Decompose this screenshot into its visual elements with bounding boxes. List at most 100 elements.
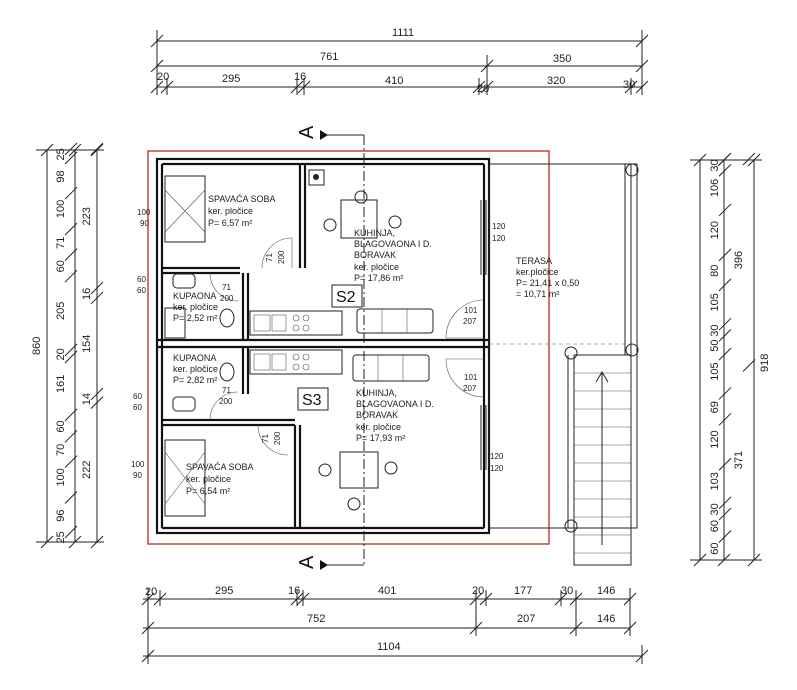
- dim-right-outer-3: 80: [709, 265, 721, 277]
- dim-left-outer-5: 205: [55, 302, 67, 320]
- right-dimensions: 918: [690, 153, 771, 567]
- win-bath-s3-h: 60: [133, 403, 142, 412]
- dim-right-outer-10: 103: [709, 472, 721, 490]
- dim-top-d4: 410: [385, 75, 403, 87]
- unit-tag-s3: S3: [302, 392, 322, 409]
- win-bath-s2-w: 60: [137, 275, 146, 284]
- dim-right-outer-tick-8: [718, 387, 732, 400]
- s3-bedroom-finish: ker. pločice: [186, 474, 231, 484]
- door-bath-s2-w: 71: [222, 283, 231, 292]
- terrace: [488, 163, 639, 533]
- staircase: [573, 354, 632, 566]
- dim-left-inner-2: 154: [81, 335, 93, 353]
- unit-tags: S2 S3: [297, 284, 363, 411]
- dim-left-outer-10: 100: [55, 468, 67, 486]
- dim-right-outer-0: 30: [709, 159, 721, 171]
- dim-bottom-d2: 295: [215, 585, 233, 597]
- washbasin-icon: [172, 273, 196, 289]
- section-mark-bottom: A: [296, 555, 318, 569]
- dim-right-outer-tick-0: [718, 152, 732, 166]
- stair-arrow-icon: [595, 371, 609, 383]
- dim-left-outer-3: 71: [55, 237, 67, 249]
- win-bath-s2-h: 60: [137, 286, 146, 295]
- door-bath-s3-h: 200: [219, 397, 233, 406]
- washbasin-icon: [172, 396, 196, 412]
- dim-bottom-d6: 177: [514, 585, 532, 597]
- s2-bath-finish: ker. pločice: [173, 302, 218, 312]
- dim-left-inner-tick-2: [90, 291, 104, 305]
- dim-right-outer-tick-4: [718, 278, 732, 292]
- terrace-area-result: = 10,71 m²: [516, 289, 559, 299]
- s3-kitchen-line1: KUHINJA,: [356, 388, 397, 398]
- dim-bottom-d3: 16: [288, 585, 300, 597]
- dim-left-inner-3: 14: [81, 393, 93, 405]
- dim-right-outer-tick-13: [718, 530, 732, 543]
- s3-kitchen-finish: ker. pločice: [356, 422, 401, 432]
- dim-left-outer-tick-11: [64, 491, 78, 504]
- dim-left-outer-tick-0: [64, 142, 78, 156]
- dim-right-outer-11: 30: [709, 503, 721, 515]
- dim-bottom-right: 146: [597, 613, 615, 625]
- interior-doors: [209, 237, 293, 456]
- s3-bedroom-name: SPAVAĆA SOBA: [186, 462, 254, 472]
- door-terrace-s2-w: 101: [464, 306, 478, 315]
- door-terrace-s3-h: 207: [463, 384, 477, 393]
- win-bed-s2-w: 100: [137, 208, 151, 217]
- dining-table-icon: [339, 451, 379, 489]
- dim-top-right: 350: [553, 53, 571, 65]
- dim-left-outer-tick-3: [64, 222, 78, 236]
- s2-kitchen-line2: BLAGOVAONA I D.: [354, 239, 432, 249]
- dim-bottom-d8: 146: [597, 585, 615, 597]
- dim-top-total: 1111: [392, 27, 414, 39]
- toilet-icon: [219, 308, 235, 328]
- dim-left-outer-tick-10: [64, 455, 78, 468]
- dim-left-outer-tick-7: [64, 350, 78, 364]
- dim-left-inner-tick-3: [90, 387, 104, 401]
- dim-left-outer-0: 25: [55, 148, 67, 160]
- dim-right-outer-4: 105: [709, 293, 721, 311]
- win-bed-s3-w: 100: [131, 460, 145, 469]
- dim-left-outer-tick-12: [64, 525, 78, 539]
- s2-bedroom-area: P= 6,57 m²: [208, 218, 252, 228]
- dim-right-inner-tick-1: [742, 359, 756, 372]
- terrace-area-calc: P= 21,41 x 0,50: [516, 278, 579, 288]
- s2-bedroom-name: SPAVAĆA SOBA: [208, 194, 276, 204]
- dim-right-outer-8: 69: [709, 401, 721, 413]
- s2-kitchen-line1: KUHINJA,: [354, 228, 395, 238]
- dim-left-outer-11: 96: [55, 510, 67, 522]
- s3-bath-name: KUPAONA: [173, 353, 216, 363]
- dim-right-outer-tick-6: [718, 329, 732, 342]
- dim-right-outer-6: 50: [709, 340, 721, 352]
- section-arrow-icon: [320, 560, 328, 570]
- dim-top-left: 761: [320, 51, 338, 63]
- unit-tag-s2: S2: [336, 289, 356, 306]
- dim-right-inner-tick-0: [742, 152, 756, 166]
- dim-right-inner-0: 396: [733, 251, 745, 269]
- dim-left-outer-2: 100: [55, 200, 67, 218]
- win-terrace-top-h: 120: [492, 234, 506, 243]
- dim-top-d3: 16: [294, 71, 306, 83]
- win-terrace-bottom-w: 120: [490, 452, 504, 461]
- dim-bottom-d4: 401: [378, 585, 396, 597]
- dim-top-d6: 320: [547, 75, 565, 87]
- win-bath-s3-w: 60: [133, 392, 142, 401]
- dim-right-outer-13: 60: [709, 543, 721, 555]
- door-bed-s2-h: 200: [277, 250, 286, 264]
- dim-top-d7: 30: [623, 79, 635, 91]
- s2-bedroom-finish: ker. pločice: [208, 206, 253, 216]
- door-bed-s3-h: 200: [273, 431, 282, 445]
- dim-left-total: 860: [31, 337, 43, 355]
- s3-bedroom-area: P= 6,54 m²: [186, 486, 230, 496]
- dim-left-outer-4: 60: [55, 260, 67, 272]
- dim-left-outer-tick-1: [64, 151, 78, 165]
- bed-icon: [164, 439, 206, 517]
- win-terrace-top-w: 120: [492, 222, 506, 231]
- dim-left-inner-1: 16: [81, 288, 93, 300]
- s2-bath-name: KUPAONA: [173, 291, 216, 301]
- terrace-name: TERASA: [516, 256, 552, 266]
- dim-left-outer-tick-6: [64, 343, 78, 357]
- dim-left-outer-tick-2: [64, 186, 78, 200]
- bed-icon: [164, 175, 206, 243]
